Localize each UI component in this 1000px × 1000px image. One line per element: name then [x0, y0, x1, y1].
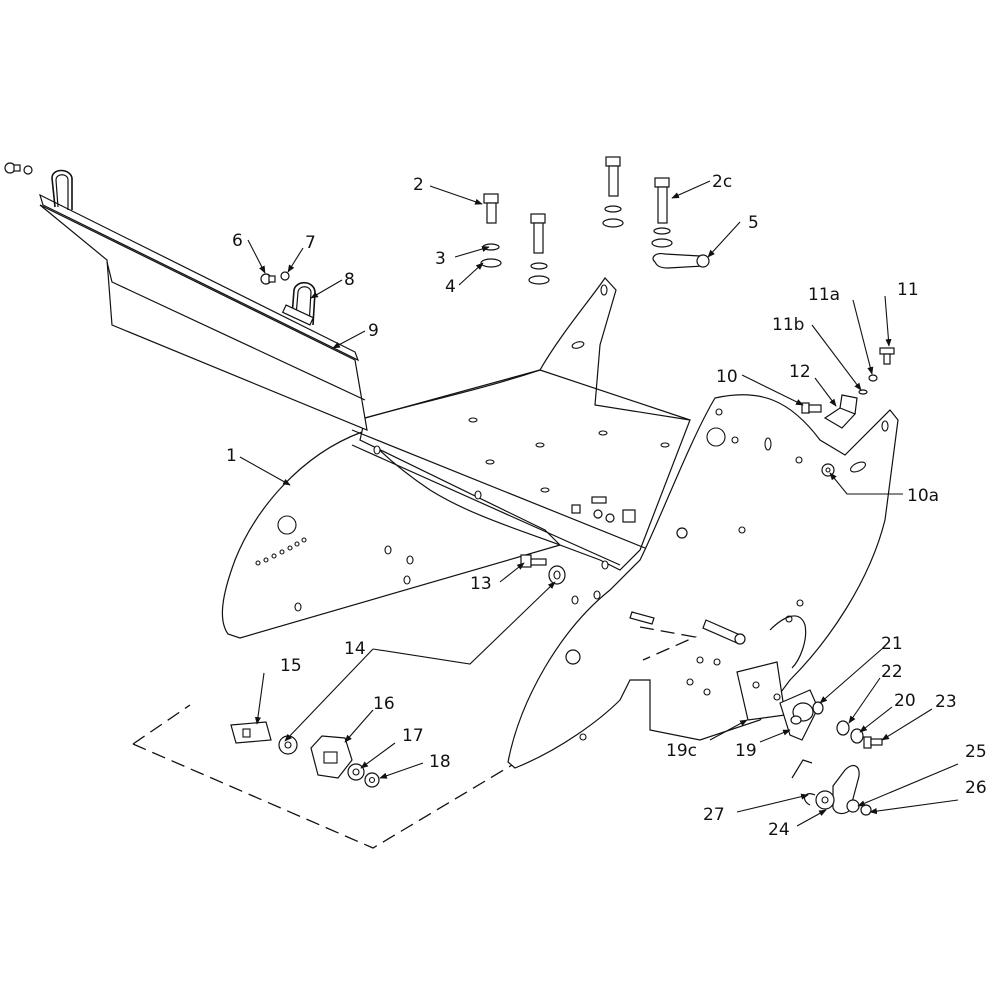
label-9: 9 — [368, 321, 379, 341]
nut-10a — [821, 463, 835, 477]
screw-6 — [4, 162, 290, 285]
shaft — [565, 611, 746, 665]
frame-hardware — [571, 496, 688, 539]
label-24: 24 — [768, 820, 790, 840]
parts-20-23 — [836, 720, 883, 749]
bracket-12 — [823, 394, 858, 429]
knob-16 — [310, 735, 353, 779]
label-6: 6 — [232, 231, 243, 251]
bracket-19 — [779, 689, 824, 741]
left-side-plate — [221, 431, 562, 639]
label-11b: 11b — [772, 315, 804, 335]
label-19c: 19c — [666, 741, 697, 761]
adjustment-holes — [255, 537, 307, 566]
label-19: 19 — [735, 741, 757, 761]
center-frame — [351, 277, 691, 605]
label-14: 14 — [344, 639, 366, 659]
label-22: 22 — [881, 662, 903, 682]
label-10a: 10a — [907, 486, 939, 506]
nut-18 — [364, 772, 380, 788]
label-25: 25 — [965, 742, 987, 762]
bolt-13 — [520, 554, 566, 585]
label-1: 1 — [226, 446, 237, 466]
label-27: 27 — [703, 805, 725, 825]
label-18: 18 — [429, 752, 451, 772]
label-15: 15 — [280, 656, 302, 676]
front-deflector — [39, 193, 368, 431]
lever-24 — [803, 765, 872, 816]
label-17: 17 — [402, 726, 424, 746]
label-11a: 11a — [808, 285, 840, 305]
label-11: 11 — [897, 280, 919, 300]
label-13: 13 — [470, 574, 492, 594]
washer-14 — [278, 735, 298, 755]
bolt-10 — [801, 402, 822, 414]
label-2c: 2c — [712, 172, 732, 192]
exploded-group-box — [132, 626, 698, 849]
label-12: 12 — [789, 362, 811, 382]
label-4: 4 — [445, 277, 456, 297]
bolts-2 — [480, 156, 673, 285]
pad-15 — [230, 721, 272, 744]
bracket-5 — [652, 253, 710, 269]
label-23: 23 — [935, 692, 957, 712]
screw-11 — [858, 347, 895, 395]
right-side-plate — [507, 394, 899, 769]
label-10: 10 — [716, 367, 738, 387]
label-21: 21 — [881, 634, 903, 654]
label-20: 20 — [894, 691, 916, 711]
label-7: 7 — [305, 233, 316, 253]
label-26: 26 — [965, 778, 987, 798]
label-3: 3 — [435, 249, 446, 269]
washer-17 — [347, 763, 365, 781]
label-2: 2 — [413, 175, 424, 195]
label-8: 8 — [344, 270, 355, 290]
handle-left — [51, 169, 73, 210]
leader-lines — [239, 180, 959, 827]
label-16: 16 — [373, 694, 395, 714]
part-labels: 1 2 2c 3 4 5 6 7 8 9 10 10a 11 11a 11b 1… — [226, 172, 987, 840]
label-5: 5 — [748, 213, 759, 233]
